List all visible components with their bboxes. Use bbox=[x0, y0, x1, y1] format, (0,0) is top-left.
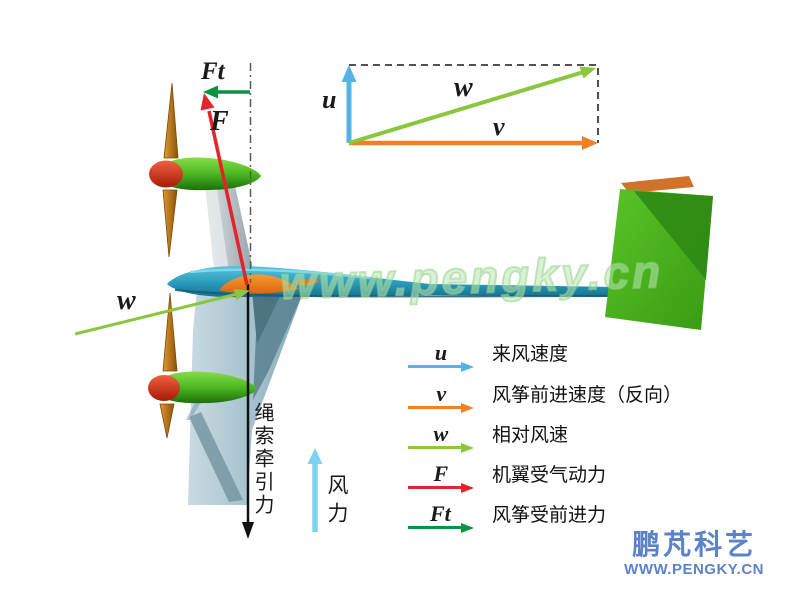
legend-label: 相对风速 bbox=[492, 425, 569, 446]
legend-item-ft: Ft 风筝受前进力 bbox=[408, 500, 607, 533]
lower-propeller bbox=[159, 292, 178, 439]
w-vector-arrowhead bbox=[579, 66, 596, 79]
upper-engine-pod bbox=[149, 157, 261, 191]
f-vector-label: F bbox=[210, 106, 229, 137]
wind-force-arrowhead bbox=[307, 448, 323, 464]
legend-symbol: w bbox=[433, 421, 449, 446]
rope-traction-force-label: 绳索牵引力 bbox=[251, 402, 273, 517]
relative-wind-vector bbox=[74, 292, 238, 336]
tail-fin bbox=[605, 176, 713, 330]
w-vector-label-aircraft: w bbox=[117, 285, 136, 316]
right-arrow-icon bbox=[461, 442, 474, 453]
legend-symbol: Ft bbox=[429, 501, 451, 526]
legend-arrow-ft: Ft bbox=[408, 501, 476, 533]
force-vectors bbox=[74, 63, 323, 539]
wing-airfoil-section bbox=[219, 274, 319, 294]
legend-arrow-f: F bbox=[408, 461, 476, 493]
relative-wind-arrowhead bbox=[234, 289, 250, 301]
legend-item-w: w 相对风速 bbox=[408, 420, 569, 453]
u-vector-arrowhead bbox=[341, 65, 357, 82]
aerodynamic-force-arrowhead bbox=[200, 93, 215, 111]
site-url: WWW.PENGKY.CN bbox=[624, 561, 764, 579]
legend-item-f: F 机翼受气动力 bbox=[408, 460, 607, 493]
legend-item-v: v 风筝前进速度（反向） bbox=[408, 380, 683, 413]
legend-symbol: u bbox=[434, 340, 448, 365]
w-vector-label: w bbox=[454, 72, 473, 103]
legend-label: 风筝受前进力 bbox=[492, 505, 607, 526]
legend-label: 机翼受气动力 bbox=[492, 465, 607, 486]
aerodynamic-force-arrow bbox=[207, 110, 249, 286]
w-vector bbox=[348, 70, 583, 145]
forward-force-arrowhead bbox=[203, 85, 218, 99]
ft-vector-label: Ft bbox=[201, 58, 225, 85]
legend-arrow-v: v bbox=[408, 381, 476, 413]
lower-wing bbox=[186, 288, 303, 505]
v-vector-arrowhead bbox=[582, 136, 598, 150]
wind-force-label: 风力 bbox=[325, 474, 348, 530]
lower-engine-pod bbox=[148, 371, 257, 404]
right-arrow-icon bbox=[461, 402, 474, 413]
rope-force-arrowhead bbox=[242, 522, 254, 539]
legend-arrow-u: u bbox=[408, 340, 476, 372]
right-arrow-icon bbox=[461, 361, 474, 372]
right-arrow-icon bbox=[461, 482, 474, 493]
legend-label: 风筝前进速度（反向） bbox=[492, 385, 683, 406]
v-vector-label: v bbox=[493, 112, 505, 141]
site-name: 鹏芃科艺 bbox=[632, 529, 757, 560]
legend-label: 来风速度 bbox=[492, 344, 569, 365]
legend-symbol: v bbox=[436, 381, 447, 406]
legend-symbol: F bbox=[433, 461, 449, 486]
upper-propeller bbox=[162, 82, 179, 258]
u-vector-label: u bbox=[322, 85, 337, 114]
velocity-triangle bbox=[341, 64, 599, 150]
triangle-dashed-outline bbox=[349, 64, 599, 143]
legend-item-u: u 来风速度 bbox=[408, 339, 569, 372]
legend-arrow-w: w bbox=[408, 421, 476, 453]
site-logo: 鹏芃科艺 WWW.PENGKY.CN bbox=[624, 529, 764, 578]
right-arrow-icon bbox=[461, 522, 474, 533]
